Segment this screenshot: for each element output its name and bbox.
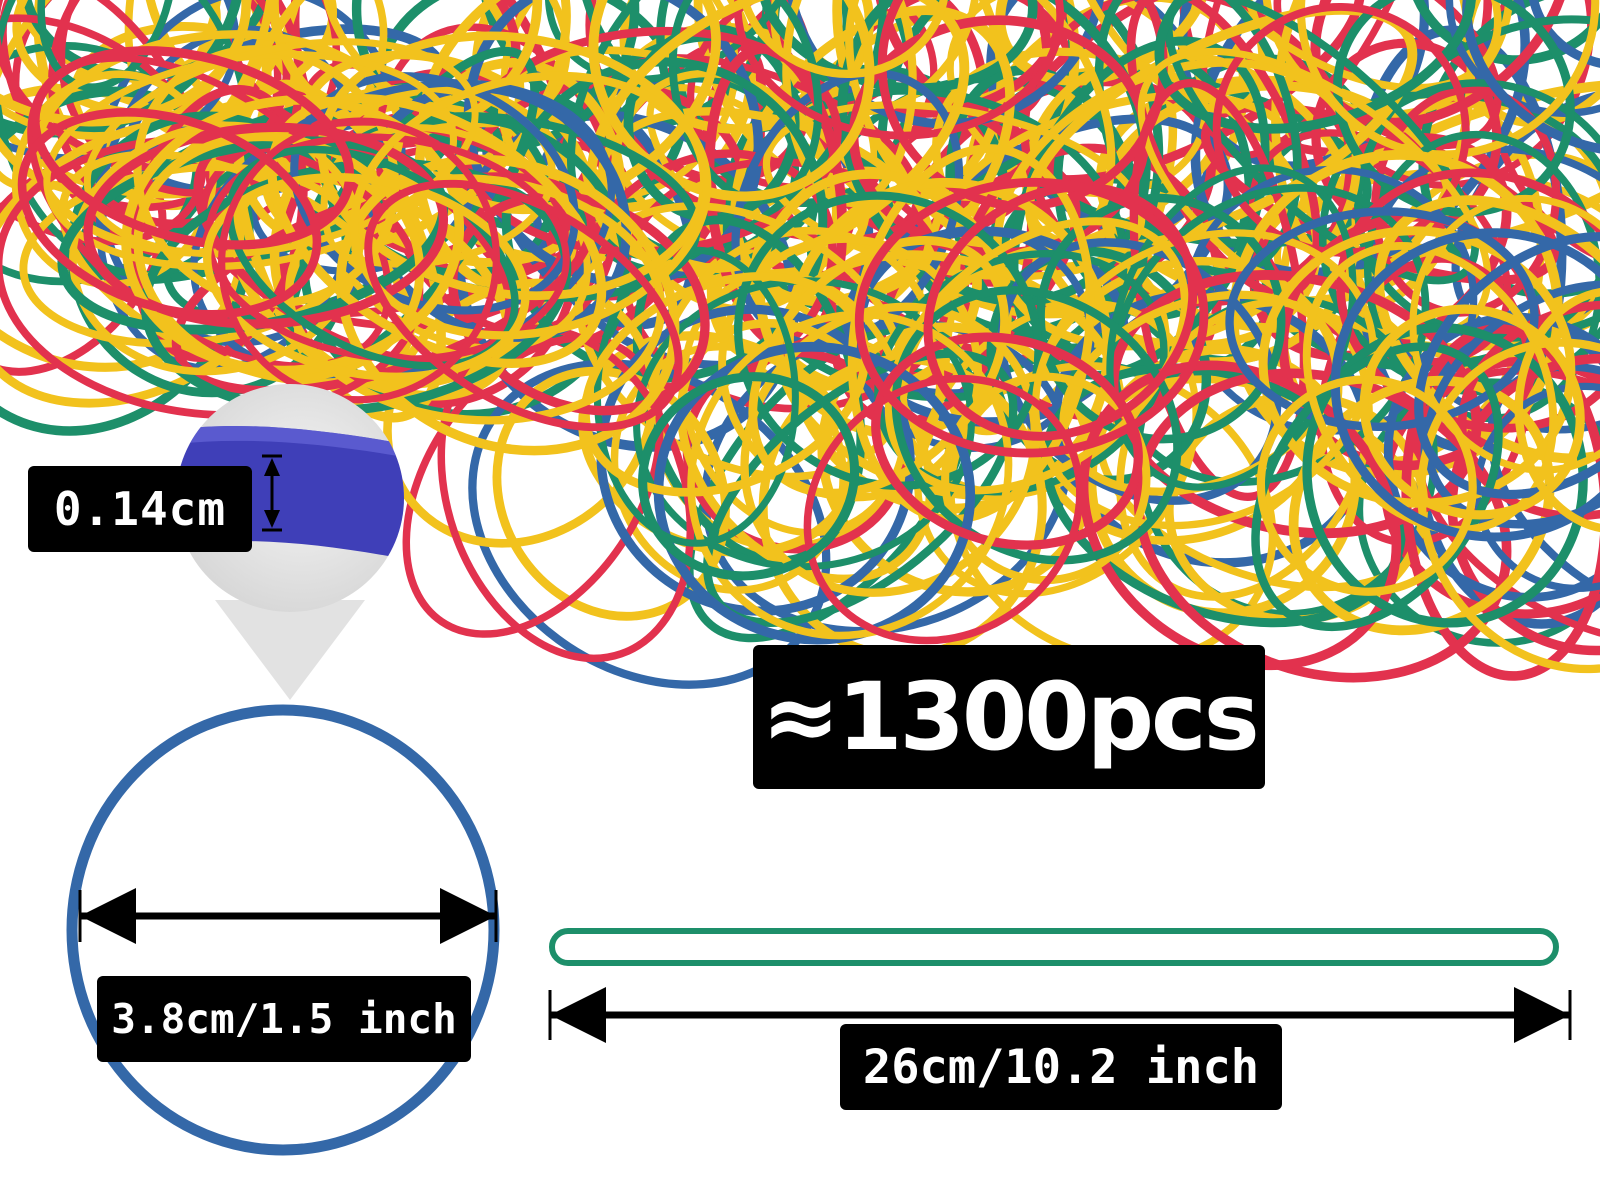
rubber-band bbox=[803, 374, 1084, 645]
rubber-band bbox=[1199, 0, 1439, 160]
rubber-band bbox=[233, 79, 446, 423]
stretched-green-rubber-band bbox=[549, 928, 1559, 966]
rubber-band bbox=[83, 38, 479, 258]
rubber-band bbox=[1404, 0, 1600, 65]
rubber-band bbox=[854, 177, 1209, 458]
rubber-band bbox=[653, 341, 976, 645]
rubber-band bbox=[121, 95, 465, 376]
rubber-band bbox=[891, 286, 1182, 565]
rubber-band bbox=[225, 145, 519, 370]
rubber-band bbox=[1256, 375, 1477, 596]
rubber-band bbox=[782, 0, 917, 207]
blue-rubber-band bbox=[66, 704, 500, 1156]
rubber-band bbox=[638, 372, 860, 581]
zoom-pointer bbox=[215, 600, 365, 700]
rubber-band bbox=[736, 0, 950, 78]
rubber-band bbox=[1514, 287, 1600, 534]
length-arrow bbox=[548, 987, 1572, 1043]
rubber-band bbox=[17, 108, 322, 319]
diameter-arrow bbox=[78, 888, 498, 944]
stretched-length-label: 26cm/10.2 inch bbox=[840, 1024, 1282, 1110]
rubber-band bbox=[1175, 0, 1502, 92]
rubber-band bbox=[941, 372, 1151, 585]
rubber-band bbox=[37, 0, 177, 91]
rubber-band-pile bbox=[0, 0, 1600, 689]
thickness-arrow bbox=[262, 454, 282, 532]
rubber-band bbox=[285, 174, 666, 425]
rubber-band bbox=[1288, 375, 1555, 636]
rubber-band bbox=[0, 0, 252, 279]
rubber-band bbox=[1526, 0, 1600, 71]
rubber-band bbox=[30, 46, 355, 250]
rubber-band bbox=[349, 71, 712, 340]
rubber-band bbox=[1414, 232, 1600, 500]
rubber-band bbox=[1333, 0, 1575, 217]
piece-count-label: ≈1300pcs bbox=[753, 645, 1265, 789]
rubber-band bbox=[734, 191, 1043, 490]
rubber-band bbox=[364, 179, 683, 432]
rubber-band bbox=[1251, 342, 1503, 632]
rubber-band bbox=[1445, 0, 1600, 117]
rubber-band bbox=[1296, 0, 1600, 159]
diameter-label: 3.8cm/1.5 inch bbox=[97, 976, 471, 1062]
rubber-band bbox=[1417, 338, 1600, 674]
rubber-band bbox=[203, 172, 530, 382]
rubber-band bbox=[923, 182, 1198, 441]
rubber-band bbox=[267, 94, 607, 368]
rubber-band bbox=[1359, 304, 1585, 520]
thickness-label: 0.14cm bbox=[28, 466, 252, 552]
rubber-band bbox=[1225, 207, 1539, 431]
